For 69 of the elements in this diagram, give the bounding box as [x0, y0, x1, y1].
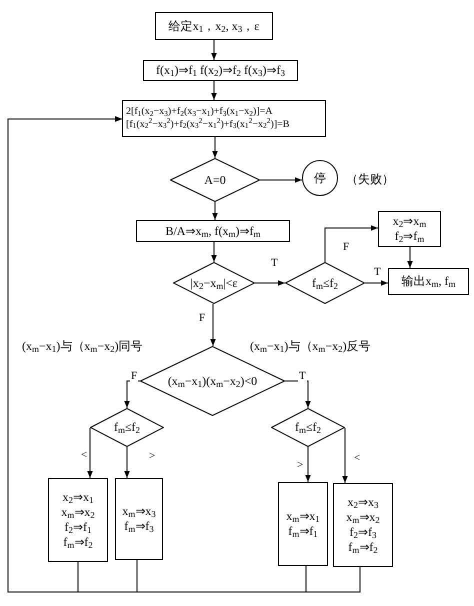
process-box [333, 483, 393, 567]
arrow [87, 428, 93, 478]
formula-text: x$_{2}$⇒x$_{3}$ [348, 495, 378, 510]
arrow [407, 246, 413, 268]
decision-diamond [170, 158, 260, 202]
edge-label: F [130, 371, 138, 382]
formula-text: 输出x$_{m}$, f$_{m}$ [401, 274, 456, 289]
arrow [8, 116, 360, 592]
arrow [211, 80, 217, 100]
process-box [278, 482, 328, 566]
decision-diamond [285, 262, 365, 304]
arrow [212, 202, 218, 220]
formula-text: f$_{m}$⇒f$_{1}$ [288, 524, 318, 539]
formula-text: f$_{m}$⇒f$_{2}$ [63, 535, 93, 550]
process-box [155, 12, 273, 40]
formula-text: [f$_{1}$(x$_{2}$$^{2}$−x$_{3}$$^{2}$)+f$_{2}$(x$_{3}$$^{2}$−x$_{1}$$^{2}$)+f$_{3}$(x$_{1}$$^{2}$−x$_{2}$$^{2}$)]=B [126, 118, 290, 131]
formula-text: f$_{2}$⇒f$_{3}$ [350, 525, 376, 540]
arrow [364, 280, 388, 286]
process-box [48, 478, 108, 562]
formula-text: 给定x$_{1}$，x$_{2}$, x$_{3}$，ε [168, 18, 260, 34]
condition-text: (x$_{m}$−x$_{1}$)(x$_{m}$−x$_{2}$)<0 [168, 374, 258, 388]
process-box [388, 268, 469, 295]
arrow [210, 304, 216, 346]
condition-note: (x$_{m}$−x$_{1}$)与（x$_{m}$−x$_{2}$)同号 [22, 339, 143, 353]
formula-text: x$_{m}$⇒x$_{2}$ [346, 510, 380, 525]
formula-text: x$_{m}$⇒x$_{3}$ [122, 504, 156, 519]
arrow [284, 380, 311, 408]
arrow [211, 242, 217, 262]
process-box [115, 478, 163, 560]
condition-text: f$_{m}$≤f$_{2}$ [312, 276, 338, 290]
edge-label: T [298, 371, 307, 382]
formula-text: x$_{m}$⇒x$_{1}$ [286, 509, 320, 524]
decision-diamond [173, 262, 255, 304]
formula-text: B/A⇒x$_{m}$, f(x$_{m}$)⇒f$_{m}$ [165, 224, 261, 238]
process-box [143, 60, 298, 81]
decision-diamond [271, 408, 345, 447]
process-box [136, 220, 290, 242]
process-box [378, 211, 441, 247]
arrow [124, 446, 130, 478]
arrow [254, 280, 286, 286]
formula-text: f$_{2}$⇒f$_{m}$ [394, 229, 424, 244]
condition-text: f$_{m}$≤f$_{2}$ [294, 420, 322, 435]
arrow [342, 428, 348, 484]
condition-note: (x$_{m}$−x$_{1}$)与（x$_{m}$−x$_{2}$)反号 [250, 339, 371, 353]
formula-text: x$_{2}$⇒x$_{m}$ [392, 214, 426, 229]
arrow [212, 136, 218, 158]
arrow [324, 225, 378, 262]
process-box [122, 100, 326, 137]
edge-label: F [342, 242, 350, 253]
note-text: （失败） [346, 171, 394, 188]
formula-text: f$_{m}$⇒f$_{3}$ [124, 519, 154, 534]
edge-label: T [373, 267, 382, 278]
arrow [124, 380, 140, 408]
condition-text: A=0 [204, 172, 226, 188]
arrow [305, 446, 311, 482]
formula-text: x$_{2}$⇒x$_{1}$ [62, 490, 94, 505]
condition-text: |x$_{2}$−x$_{m}$|<ε [190, 276, 238, 290]
formula-text: 2[f$_{1}$(x$_{2}$−x$_{3}$)+f$_{2}$(x$_{3}$−x$_{1}$)+f$_{3}$(x$_{1}$−x$_{2}$)]=A [126, 106, 273, 118]
arrow [260, 177, 302, 183]
edge-label: T [270, 258, 279, 269]
arrow [211, 40, 217, 60]
decision-diamond [90, 408, 164, 447]
formula-text: f$_{2}$⇒f$_{1}$ [64, 520, 92, 535]
formula-text: x$_{m}$⇒x$_{2}$ [61, 505, 95, 520]
formula-text: f$_{m}$⇒f$_{2}$ [348, 540, 378, 555]
edge-label: F [198, 313, 206, 324]
condition-text: 停 [314, 170, 326, 186]
condition-text: f$_{m}$≤f$_{2}$ [114, 420, 140, 435]
formula-text: f(x$_{1}$)⇒f$_{1}$ f(x$_{2}$)⇒f$_{2}$ f(x$_{3}$)⇒f$_{3}$ [156, 63, 285, 78]
